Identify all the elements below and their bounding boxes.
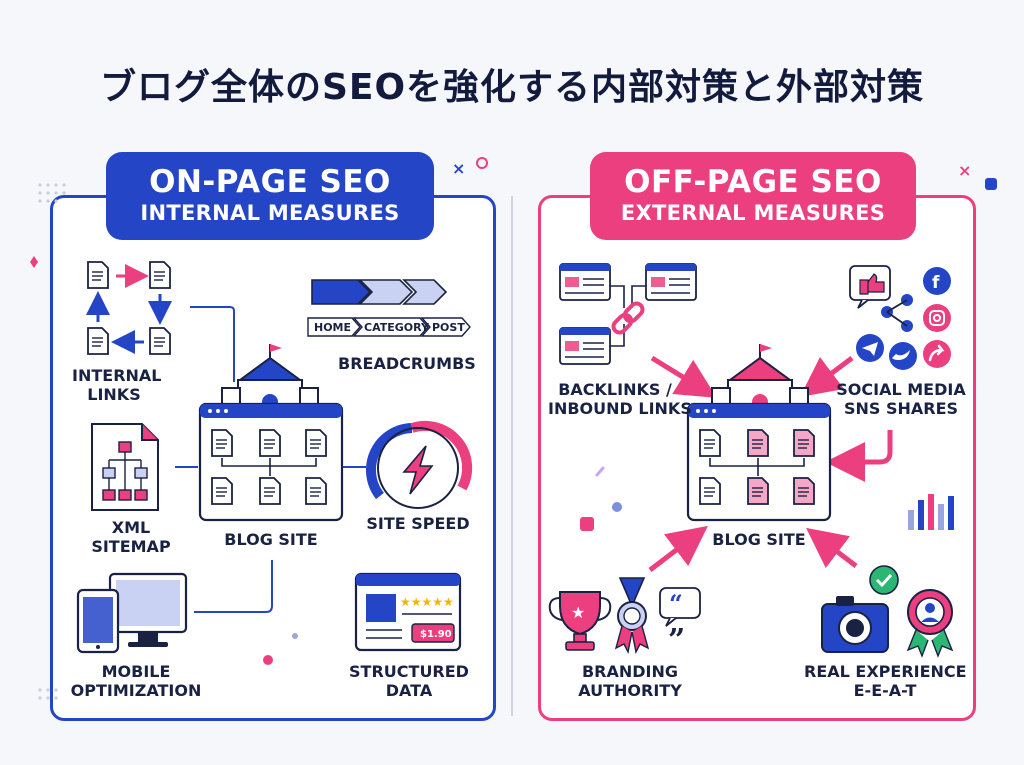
- off-page-heading: OFF-PAGE SEO: [624, 164, 882, 200]
- off-page-subheading: EXTERNAL MEASURES: [620, 201, 886, 225]
- off-blog-site-icon: [686, 344, 832, 522]
- panel-divider: [511, 196, 513, 716]
- on-page-heading: ON-PAGE SEO: [149, 164, 391, 200]
- label-backlinks: BACKLINKS /INBOUND LINKS: [548, 380, 692, 418]
- svg-text:★: ★: [571, 603, 585, 622]
- on-blog-site-icon: [198, 344, 344, 522]
- breadcrumb-post: POST: [432, 321, 465, 334]
- social-icons: f: [849, 265, 951, 370]
- backlinks-icon: [559, 263, 697, 365]
- breadcrumb-category: CATEGORY: [364, 321, 430, 334]
- svg-text:×: ×: [958, 161, 971, 180]
- breadcrumb-home: HOME: [314, 321, 351, 334]
- internal-links-icon: [86, 261, 172, 355]
- on-center-label: BLOG SITE: [224, 530, 318, 549]
- bars-decor: [908, 494, 954, 530]
- site-speed-icon: [366, 420, 473, 509]
- decor: [38, 183, 66, 700]
- off-page-badge: OFF-PAGE SEO EXTERNAL MEASURES: [590, 152, 916, 240]
- on-page-subheading: INTERNAL MEASURES: [140, 201, 400, 225]
- price-tag: $1.90: [420, 629, 452, 640]
- mobile-icon: [76, 572, 188, 654]
- page-title: ブログ全体のSEOを強化する内部対策と外部対策: [99, 67, 925, 108]
- breadcrumbs-icon: HOME CATEGORY POST: [307, 279, 471, 337]
- svg-text:★★★★★: ★★★★★: [400, 595, 454, 609]
- experience-icon: [821, 565, 954, 658]
- label-site-speed: SITE SPEED: [366, 514, 470, 533]
- label-breadcrumbs: BREADCRUMBS: [338, 354, 476, 373]
- off-center-label: BLOG SITE: [712, 530, 806, 549]
- svg-text:”: ”: [668, 623, 685, 658]
- svg-text:“: “: [669, 589, 683, 618]
- branding-icon: ★ “ ”: [548, 577, 701, 658]
- xml-sitemap-icon: [91, 423, 159, 511]
- structured-data-icon: ★★★★★ $1.90: [354, 572, 462, 652]
- on-page-badge: ON-PAGE SEO INTERNAL MEASURES: [106, 152, 434, 240]
- svg-text:f: f: [932, 273, 940, 293]
- svg-text:×: ×: [452, 159, 465, 178]
